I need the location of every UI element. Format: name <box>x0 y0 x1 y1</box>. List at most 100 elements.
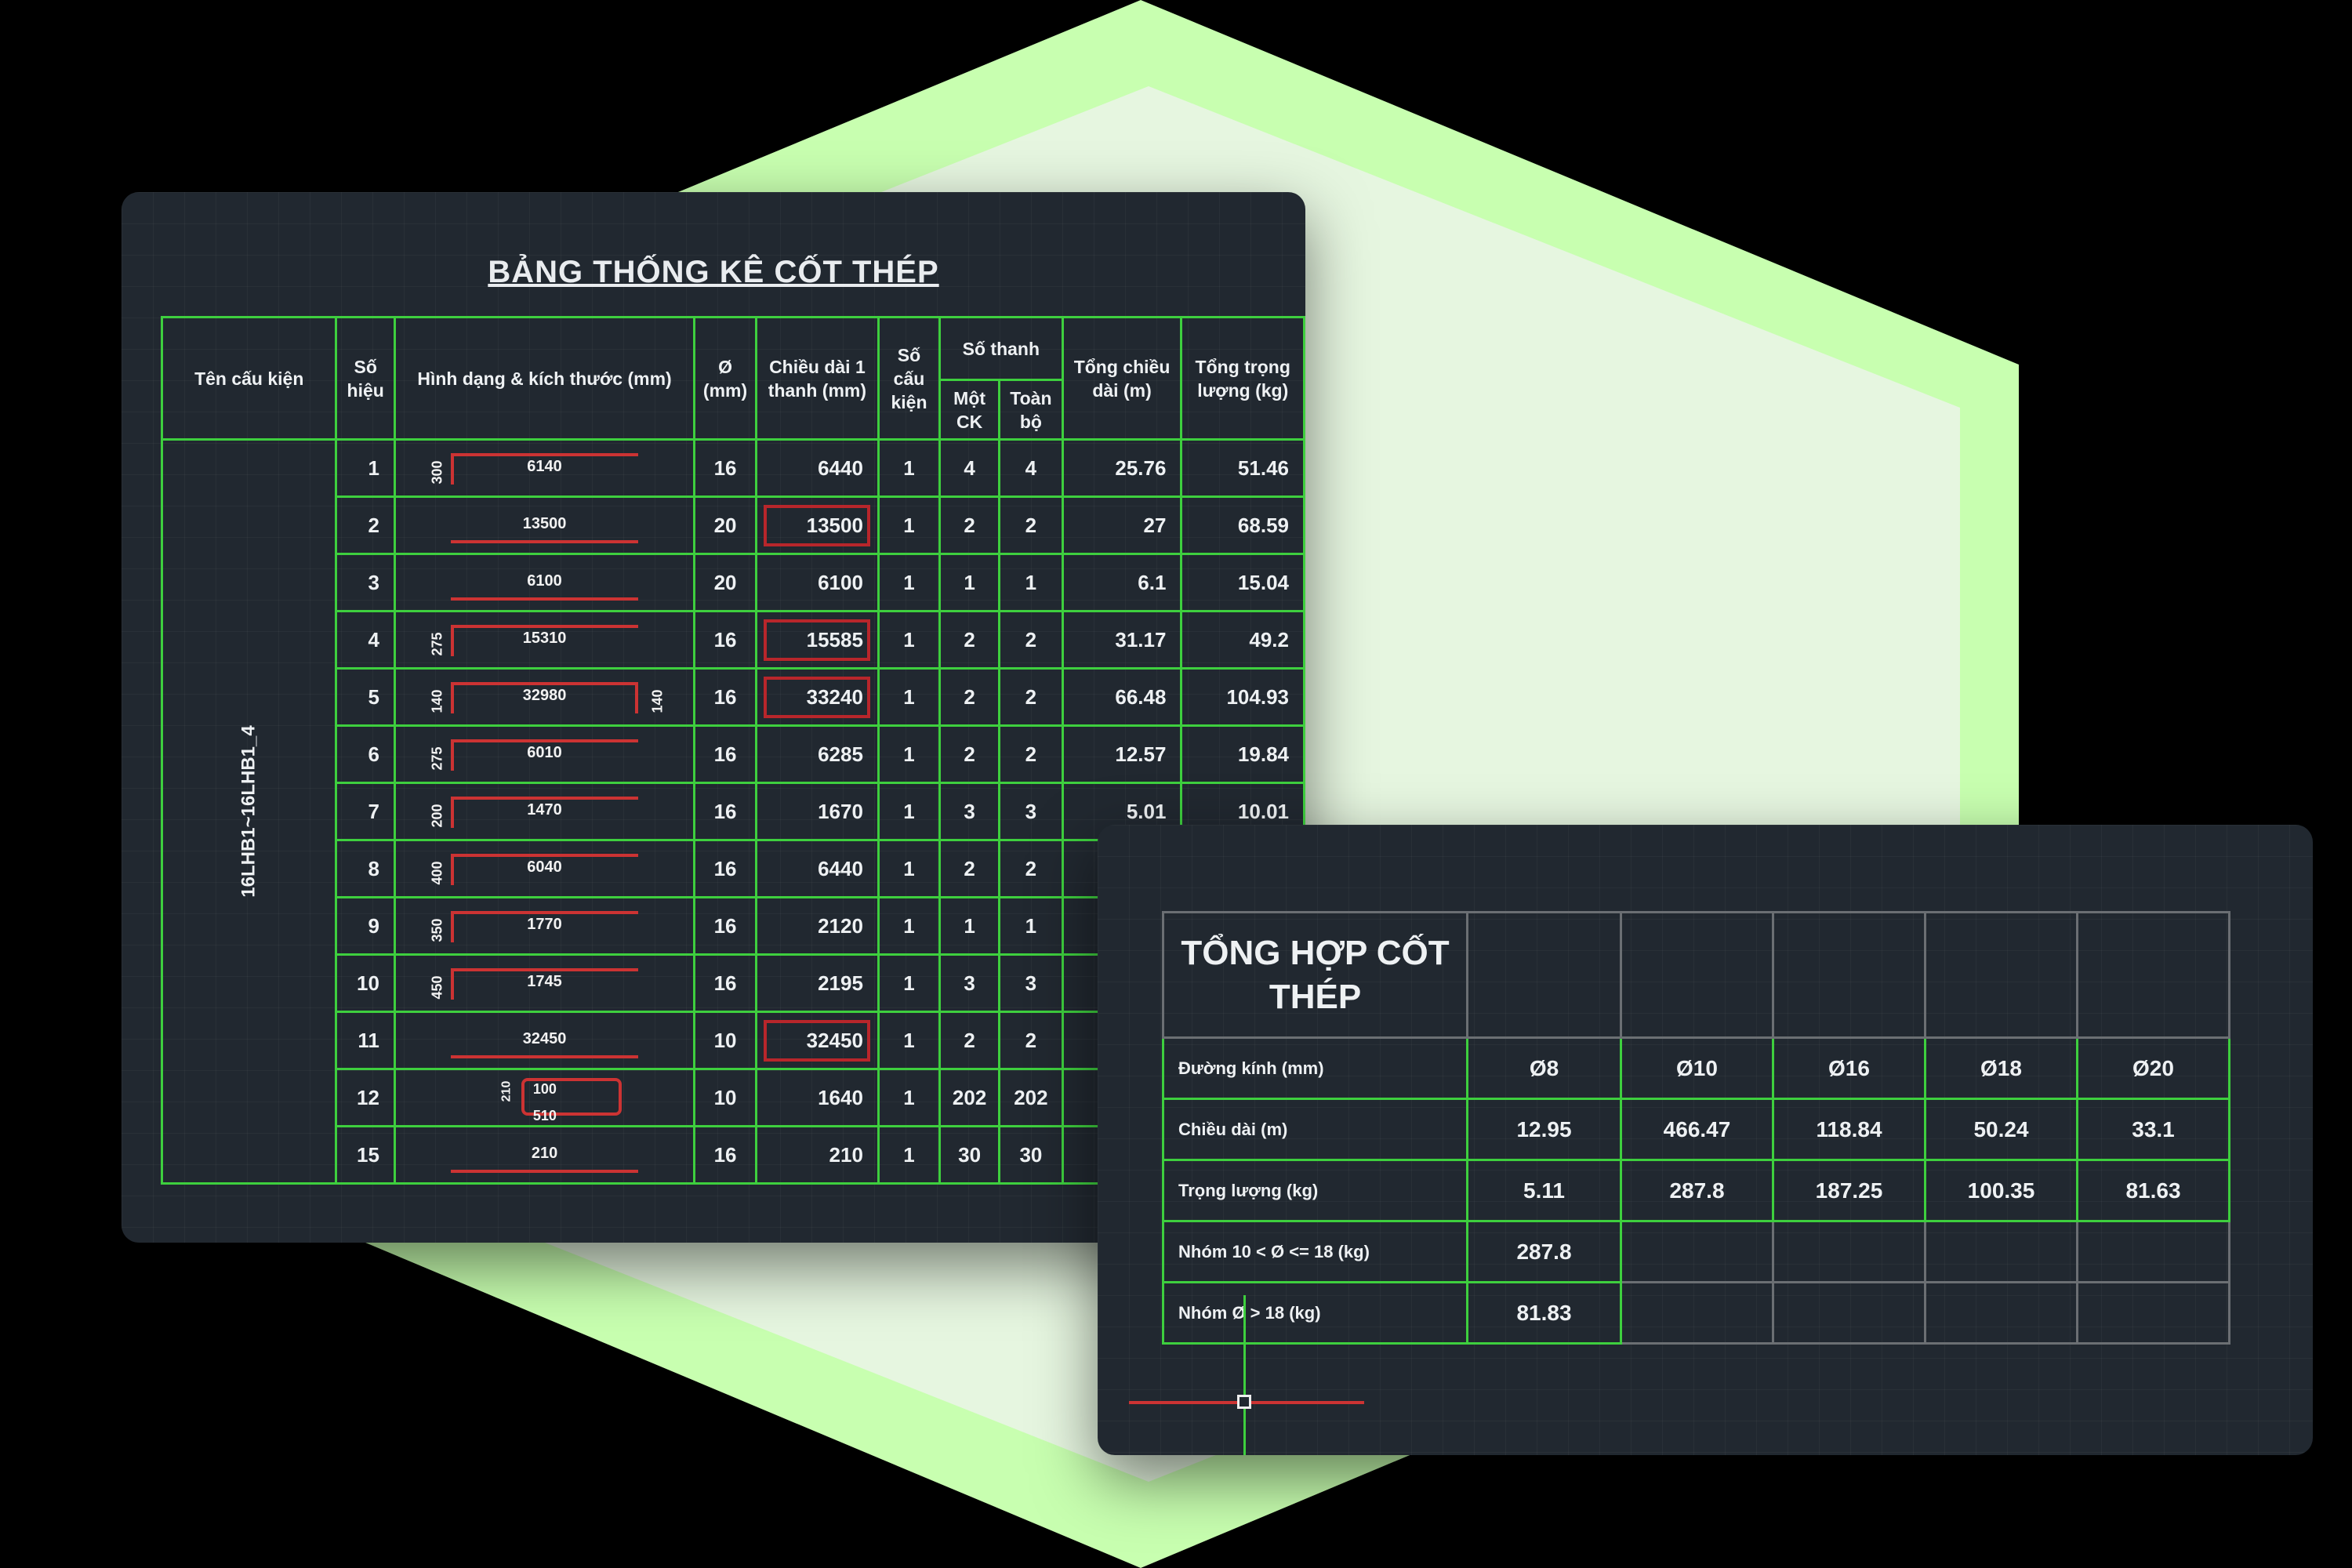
summary-value: 50.24 <box>1924 1098 2078 1161</box>
bar-shape: 210 <box>396 1127 693 1182</box>
bar-length: 6440 <box>754 839 880 898</box>
bar-dimension: 15310 <box>522 630 567 647</box>
header-shape-dimensions: Hình dạng & kích thước (mm) <box>393 316 696 441</box>
diameter: 20 <box>693 553 757 612</box>
bar-shape: 200 1470 <box>396 784 693 839</box>
summary-row: Nhóm Ø > 18 (kg)81.83 <box>1162 1281 2230 1345</box>
total-length: 6.1 <box>1061 553 1183 612</box>
summary-value: 466.47 <box>1620 1098 1774 1161</box>
diameter: 16 <box>693 896 757 956</box>
bar-shape: 450 1745 <box>396 956 693 1011</box>
shape-cell: 400 6040 <box>393 839 696 898</box>
mark-number: 15 <box>335 1125 396 1185</box>
bar-length: 1640 <box>754 1068 880 1127</box>
shape-cell: 13500 <box>393 495 696 555</box>
rebar-statistics-table: Tên cấu kiện Số hiệu Hình dạng & kích th… <box>160 316 1305 1185</box>
mark-number: 12 <box>335 1068 396 1127</box>
diameter: 16 <box>693 438 757 498</box>
statistics-title: BẢNG THỐNG KÊ CỐT THÉP <box>488 255 939 289</box>
summary-value: Ø16 <box>1772 1036 1926 1100</box>
bars-total: 2 <box>998 1011 1064 1070</box>
diameter: 16 <box>693 782 757 841</box>
mark-number: 4 <box>335 610 396 670</box>
diameter: 16 <box>693 667 757 727</box>
bar-length: 210 <box>754 1125 880 1185</box>
bar-shape: 275 6010 <box>396 727 693 782</box>
bars-total: 1 <box>998 553 1064 612</box>
bars-total: 2 <box>998 839 1064 898</box>
total-length: 25.76 <box>1061 438 1183 498</box>
bars-per-member: 2 <box>938 1011 1001 1070</box>
mark-number: 2 <box>335 495 396 555</box>
mark-number: 11 <box>335 1011 396 1070</box>
summary-empty-cell <box>1772 911 1926 1039</box>
mark-number: 5 <box>335 667 396 727</box>
bars-total: 2 <box>998 495 1064 555</box>
member-count: 1 <box>877 896 942 956</box>
header-total-bars: Toàn bộ <box>998 379 1064 441</box>
summary-value <box>1924 1220 2078 1283</box>
bars-total: 2 <box>998 610 1064 670</box>
bar-shape: 13500 <box>396 498 693 553</box>
member-count: 1 <box>877 1011 942 1070</box>
bars-total: 1 <box>998 896 1064 956</box>
summary-value: Ø18 <box>1924 1036 2078 1100</box>
header-member-name: Tên cấu kiện <box>160 316 338 441</box>
stirrup-shape: 210 100 510 <box>396 1070 693 1125</box>
shape-cell: 450 1745 <box>393 953 696 1013</box>
cad-pick-box[interactable] <box>1237 1395 1251 1409</box>
bar-dimension: 6040 <box>527 858 562 876</box>
diameter: 10 <box>693 1068 757 1127</box>
bar-dimension: 6140 <box>527 458 562 475</box>
total-weight: 104.93 <box>1180 667 1305 727</box>
diameter: 16 <box>693 724 757 784</box>
summary-row-label: Nhóm 10 < Ø <= 18 (kg) <box>1162 1220 1468 1283</box>
shape-cell: 275 15310 <box>393 610 696 670</box>
bar-shape: 300 6140 <box>396 441 693 495</box>
bar-dimension: 6010 <box>527 744 562 761</box>
summary-value <box>1620 1281 1774 1345</box>
bar-dimension: 13500 <box>522 515 567 532</box>
summary-value <box>1772 1281 1926 1345</box>
mark-number: 9 <box>335 896 396 956</box>
bar-length: 33240 <box>754 667 880 727</box>
bar-shape: 350 1770 <box>396 898 693 953</box>
bars-per-member: 3 <box>938 782 1001 841</box>
summary-value: Ø8 <box>1466 1036 1622 1100</box>
bar-length: 6285 <box>754 724 880 784</box>
mark-number: 10 <box>335 953 396 1013</box>
bar-length: 32450 <box>754 1011 880 1070</box>
bars-total: 4 <box>998 438 1064 498</box>
member-count: 1 <box>877 610 942 670</box>
bars-per-member: 2 <box>938 724 1001 784</box>
cad-crosshair-vertical <box>1243 1295 1246 1455</box>
member-count: 1 <box>877 724 942 784</box>
header-bar-count: Số thanh <box>938 316 1064 381</box>
bar-shape: 32450 <box>396 1013 693 1068</box>
summary-value <box>1772 1220 1926 1283</box>
total-weight: 49.2 <box>1180 610 1305 670</box>
bars-total: 3 <box>998 782 1064 841</box>
bars-per-member: 2 <box>938 839 1001 898</box>
shape-cell: 6100 <box>393 553 696 612</box>
total-length: 66.48 <box>1061 667 1183 727</box>
bar-length: 6100 <box>754 553 880 612</box>
shape-cell: 350 1770 <box>393 896 696 956</box>
total-weight: 51.46 <box>1180 438 1305 498</box>
summary-value: 118.84 <box>1772 1098 1926 1161</box>
header-total-weight: Tổng trọng lượng (kg) <box>1180 316 1305 441</box>
summary-empty-cell <box>2076 911 2230 1039</box>
diameter: 16 <box>693 1125 757 1185</box>
total-weight: 19.84 <box>1180 724 1305 784</box>
bar-length: 15585 <box>754 610 880 670</box>
bars-per-member: 4 <box>938 438 1001 498</box>
diameter: 16 <box>693 610 757 670</box>
header-per-member: Một CK <box>938 379 1001 441</box>
